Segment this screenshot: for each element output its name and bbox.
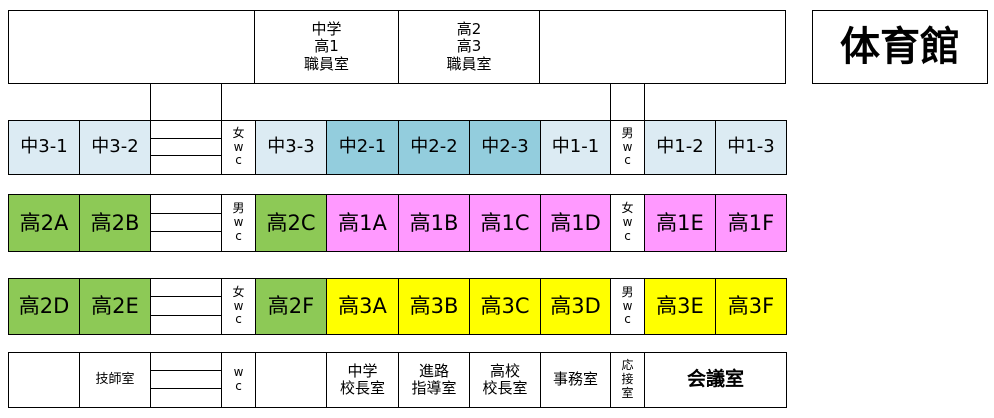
wc-char: w [233,215,244,230]
empty-room [255,352,327,408]
wc-char: c [624,312,631,327]
class-room: 高3D [540,278,611,335]
class-room: 高3F [715,278,787,335]
wc-char: w [622,215,633,230]
wc-char: w [233,298,244,313]
class-room: 高2E [79,278,151,335]
wc-char: 男 [232,201,245,216]
class-room: 中2-1 [326,120,399,175]
class-room: 高1B [398,194,470,252]
label-line: 高1 [314,37,339,56]
label-line: 校長室 [482,379,528,397]
label-line: 中学 [347,361,378,380]
principal-room-high-school: 高校校長室 [469,352,541,408]
label-line: 高3 [456,37,482,56]
wc-char: c [235,153,242,168]
class-room: 高2C [255,194,327,252]
corridor-stair-left [150,83,222,121]
wc-char: 男 [621,284,634,299]
label-char: 室 [621,385,634,400]
wc-char: w [622,139,633,154]
wc-char: c [624,228,631,243]
class-room: 中3-3 [255,120,327,175]
class-room: 中1-2 [644,120,716,175]
class-room: 高1A [326,194,399,252]
top-room-right [539,10,786,84]
class-room: 高3A [326,278,399,335]
label-char: 接 [621,372,634,387]
wc-char: c [235,228,242,243]
wc-char: c [235,312,242,327]
class-room: 中3-2 [79,120,151,175]
gymnasium-label: 体育館 [812,10,988,84]
wc-char: c [624,153,631,168]
reception-room: 応接室 [610,352,645,408]
label-line: 高2 [456,20,482,39]
empty-room [8,352,80,408]
technician-room: 技師室 [79,352,151,408]
label-line: 高校 [489,361,520,380]
principal-room-middle-school: 中学校長室 [326,352,399,408]
wc-char: 女 [232,284,245,299]
class-room: 中2-2 [398,120,470,175]
class-room: 高3B [398,278,470,335]
class-room: 高2D [8,278,80,335]
corridor-stair-right [610,83,645,121]
class-room: 中1-3 [715,120,787,175]
wc-char: w [233,139,244,154]
conference-room: 会議室 [644,352,787,408]
class-room: 高2B [79,194,151,252]
staircase [150,194,222,252]
label-char: 応 [621,358,634,373]
class-room: 高2F [255,278,327,335]
class-room: 高3C [469,278,541,335]
class-room: 高1F [715,194,787,252]
staircase [150,352,222,408]
label-line: 進路 [418,361,449,380]
wc-char: w [233,365,244,380]
administration-office: 事務室 [540,352,611,408]
wc-char: w [622,298,633,313]
label-line: 中学 [311,20,342,39]
label-line: 職員室 [446,54,492,73]
wc-char: 女 [621,201,634,216]
label-line: 指導室 [411,379,457,397]
wc-char: c [235,379,242,393]
staircase [150,120,222,175]
top-room-left [8,10,255,84]
label-line: 校長室 [339,379,385,397]
class-room: 高1C [469,194,541,252]
class-room: 中2-3 [469,120,541,175]
staircase [150,278,222,335]
label-line: 職員室 [303,54,349,73]
class-room: 高2A [8,194,80,252]
wc-char: 男 [621,125,634,140]
class-room: 高3E [644,278,716,335]
class-room: 中3-1 [8,120,80,175]
class-room: 高1D [540,194,611,252]
career-guidance-room: 進路指導室 [398,352,470,408]
class-room: 高1E [644,194,716,252]
wc-char: 女 [232,125,245,140]
class-room: 中1-1 [540,120,611,175]
